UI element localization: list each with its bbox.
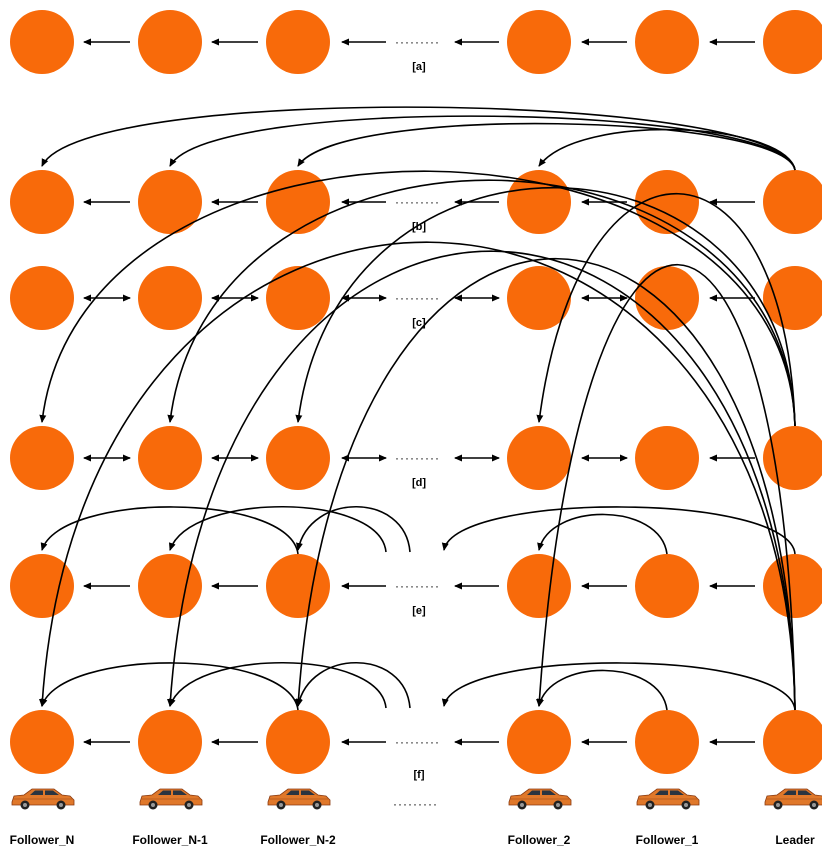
vehicle-node xyxy=(266,10,330,74)
vehicle-node xyxy=(635,10,699,74)
panel-label: [c] xyxy=(412,317,426,329)
vehicle-node xyxy=(635,426,699,490)
vehicle-label: Leader xyxy=(775,833,815,847)
curved-link xyxy=(39,170,796,427)
vehicle-node xyxy=(763,426,822,490)
curved-link xyxy=(295,187,796,427)
vehicle-node xyxy=(763,170,822,234)
panel-label: [a] xyxy=(412,61,426,73)
ellipsis: ········· xyxy=(395,579,440,593)
curved-link xyxy=(169,115,796,171)
vehicle-node xyxy=(635,266,699,330)
vehicle-node xyxy=(138,426,202,490)
vehicle-node xyxy=(10,266,74,330)
vehicle-node xyxy=(507,710,571,774)
panel-predecessor-following: ········· [a] xyxy=(10,10,822,74)
car-icon xyxy=(508,788,572,810)
vehicle-node xyxy=(266,426,330,490)
ellipsis: ········· xyxy=(395,195,440,209)
curved-link xyxy=(297,122,796,171)
ellipsis: ········· xyxy=(395,735,440,749)
panel-label: [b] xyxy=(412,221,426,233)
curved-link xyxy=(538,128,796,171)
vehicle-node xyxy=(266,554,330,618)
curved-link xyxy=(40,662,299,711)
curved-link xyxy=(537,513,668,555)
vehicle-node xyxy=(635,170,699,234)
curved-link xyxy=(168,661,387,709)
curved-link xyxy=(38,241,796,711)
vehicle-node xyxy=(635,710,699,774)
panel-predecessor-leader-following: ········· [b] xyxy=(10,106,822,234)
vehicle-node xyxy=(507,10,571,74)
vehicle-node xyxy=(138,10,202,74)
vehicle-label: Follower_N-1 xyxy=(132,833,208,847)
vehicle-node xyxy=(507,554,571,618)
panel-label: [f] xyxy=(414,769,425,781)
curved-link xyxy=(441,506,796,555)
vehicle-node xyxy=(10,554,74,618)
curved-link xyxy=(40,506,299,555)
vehicle-label: Follower_N-2 xyxy=(260,833,336,847)
ellipsis: ········· xyxy=(395,35,440,49)
vehicle-node xyxy=(635,554,699,618)
vehicle-node xyxy=(138,554,202,618)
vehicle-node xyxy=(507,266,571,330)
vehicle-node xyxy=(507,170,571,234)
vehicle-node xyxy=(10,10,74,74)
vehicle-node xyxy=(266,710,330,774)
vehicle-label: Follower_1 xyxy=(636,833,699,847)
panel-two-predecessor-following: ········· [e] xyxy=(10,505,822,618)
vehicle-node xyxy=(763,266,822,330)
curved-link xyxy=(296,506,411,553)
vehicle-node xyxy=(266,266,330,330)
curved-link xyxy=(537,669,668,711)
panel-bidirectional-leader: ········· [d] xyxy=(10,170,822,490)
vehicle-node xyxy=(507,426,571,490)
curved-link xyxy=(441,662,796,711)
car-icon xyxy=(636,788,700,810)
ellipsis: ········· xyxy=(395,291,440,305)
vehicle-node xyxy=(10,710,74,774)
curved-link xyxy=(294,258,796,711)
panel-bidirectional: ········· [c] xyxy=(10,266,822,330)
vehicle-label: Follower_N xyxy=(10,833,75,847)
curved-link xyxy=(168,505,387,553)
ellipsis: ········· xyxy=(395,451,440,465)
panel-label: [d] xyxy=(412,477,426,489)
car-icon xyxy=(139,788,203,810)
vehicle-node xyxy=(138,266,202,330)
curved-link xyxy=(536,193,796,427)
vehicle-node xyxy=(10,426,74,490)
vehicle-label: Follower_2 xyxy=(508,833,571,847)
panel-label: [e] xyxy=(412,605,426,617)
vehicle-node xyxy=(763,554,822,618)
panel-two-predecessor-leader-following: ········· [f] xyxy=(10,241,822,781)
curved-link xyxy=(166,250,796,711)
vehicle-node xyxy=(138,710,202,774)
vehicle-node xyxy=(763,10,822,74)
vehicle-node xyxy=(763,710,822,774)
curved-link xyxy=(296,662,411,709)
vehicle-node xyxy=(266,170,330,234)
car-icon xyxy=(11,788,75,810)
car-icon xyxy=(764,788,822,810)
vehicle-ellipsis: ········· xyxy=(393,797,438,811)
curved-link xyxy=(535,263,796,711)
vehicle-node xyxy=(10,170,74,234)
vehicle-node xyxy=(138,170,202,234)
curved-link xyxy=(167,179,796,427)
car-icon xyxy=(267,788,331,810)
